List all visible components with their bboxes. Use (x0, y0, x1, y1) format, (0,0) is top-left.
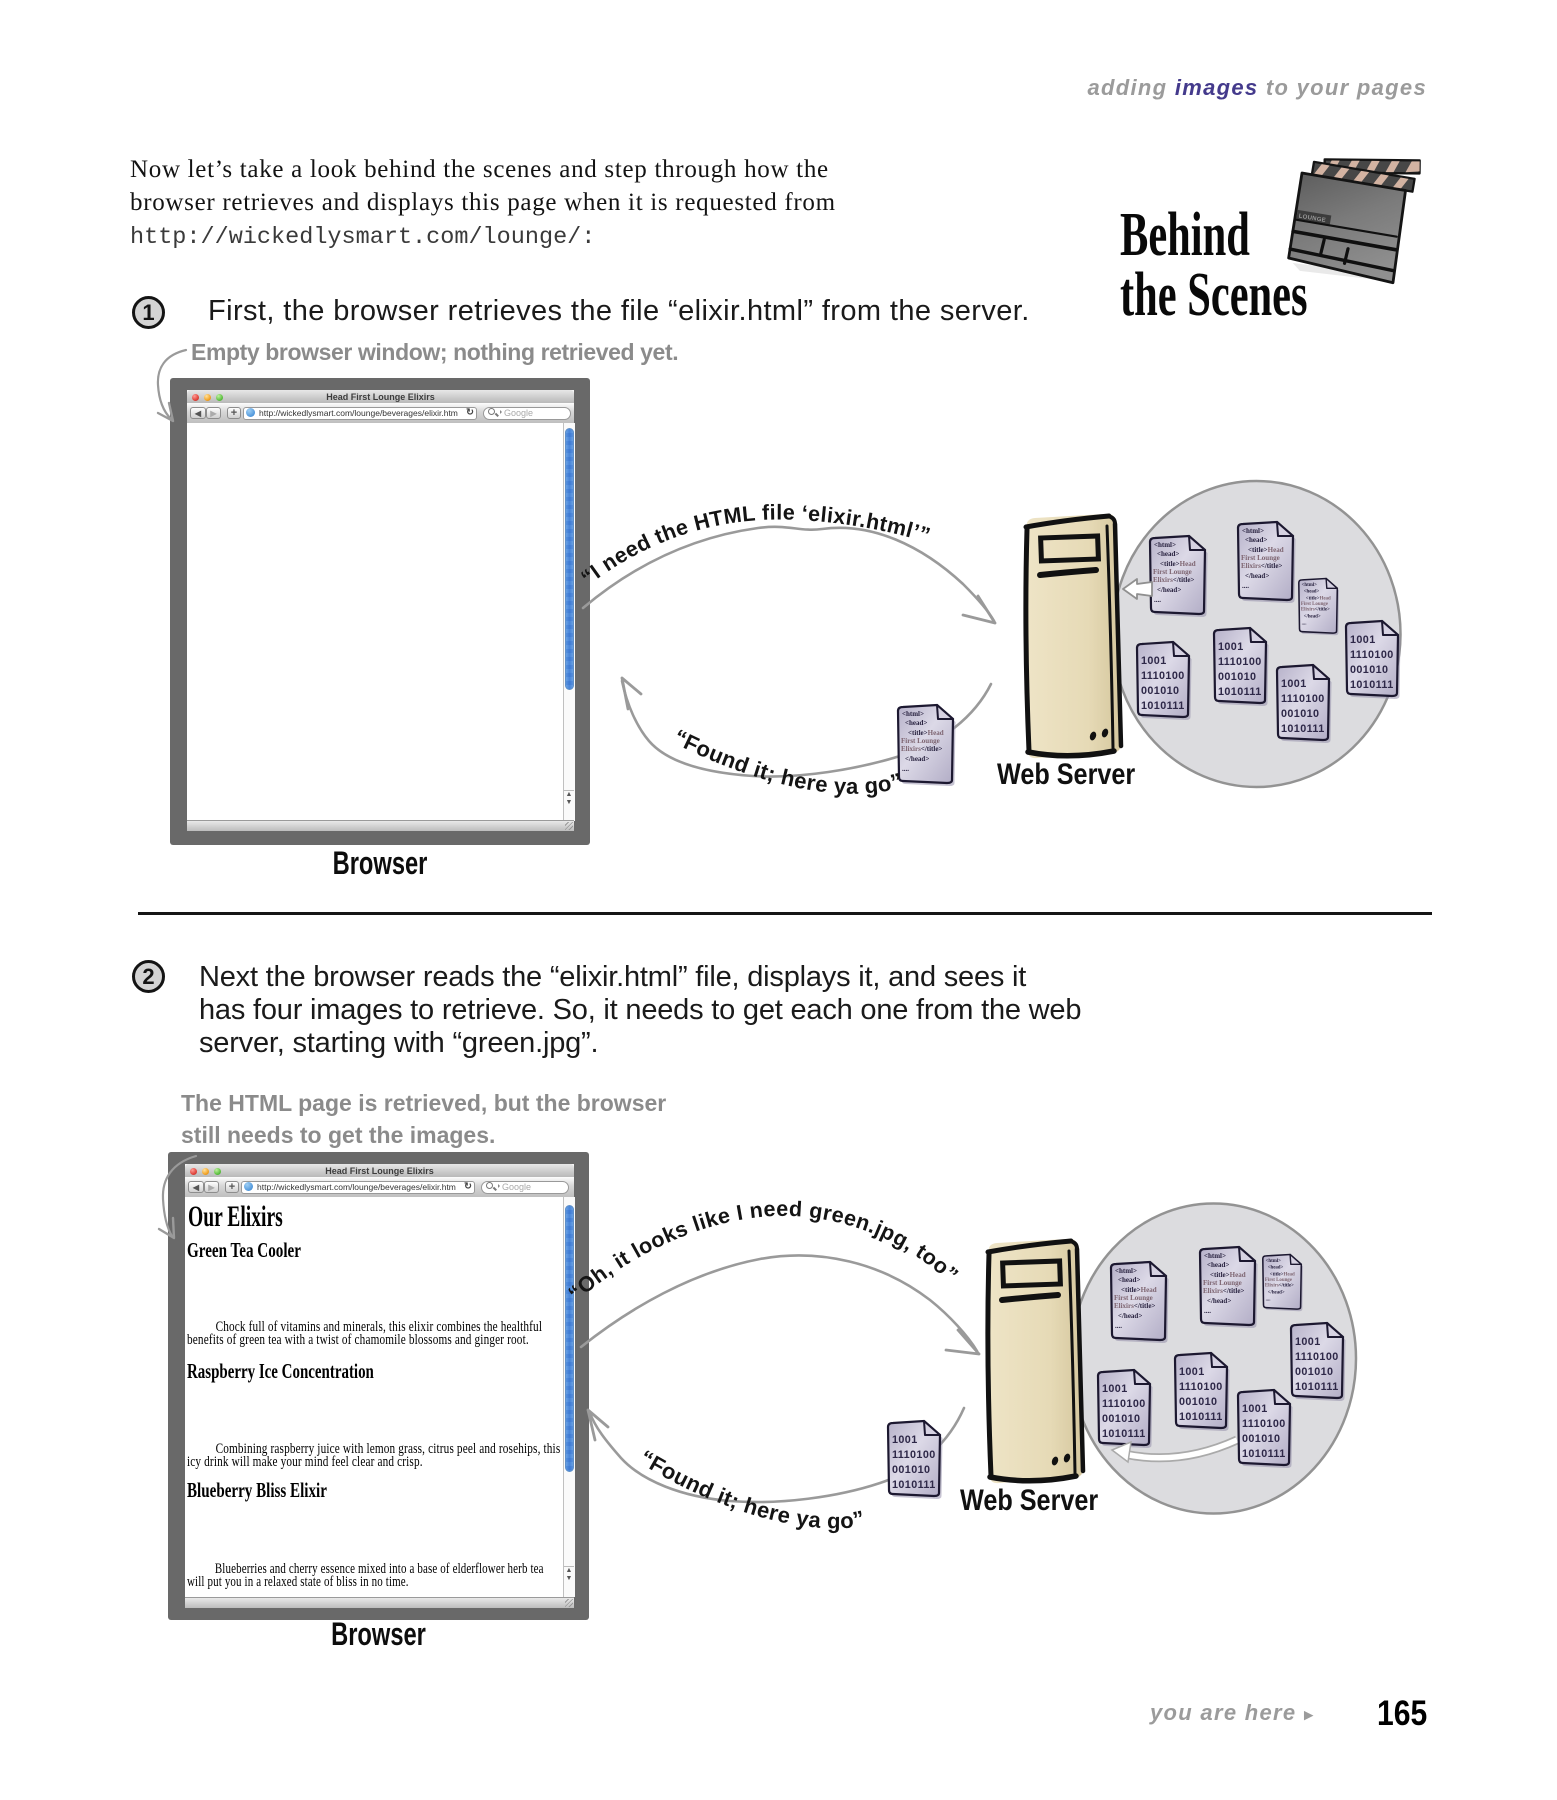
svg-text:“Found it; here ya go”: “Found it; here ya go” (670, 724, 905, 799)
svg-text:“Oh, it looks like I need gree: “Oh, it looks like I need green.jpg, too… (564, 1197, 963, 1306)
svg-text:LOUNGE: LOUNGE (1298, 214, 1326, 224)
svg-text:“I need the HTML file ‘elixir.: “I need the HTML file ‘elixir.html’” (577, 500, 934, 590)
